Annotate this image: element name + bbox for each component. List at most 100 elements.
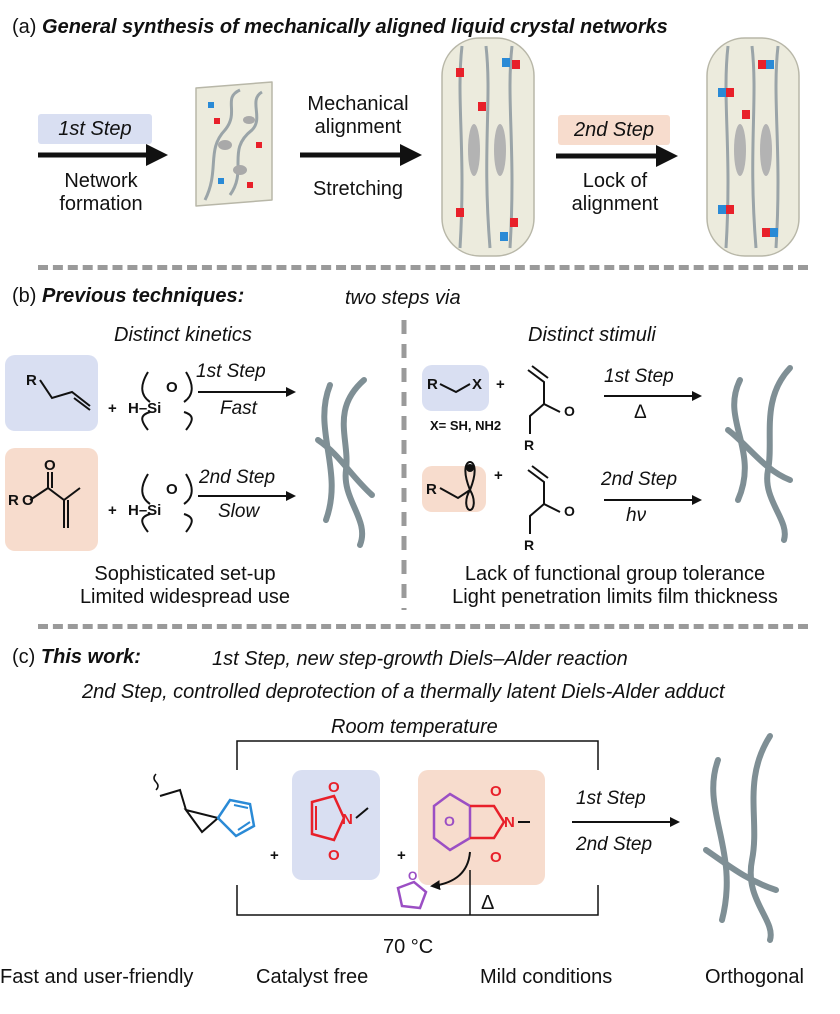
maleimide-box [292,770,380,880]
lack-text: Lack of functional group tolerance [464,563,766,585]
siloxane-structure-2: + H–Si O [108,473,193,533]
svg-text:O: O [444,813,455,829]
adduct-box [418,770,545,885]
thiol-structure: R X + [427,376,505,394]
svg-text:O: O [564,403,575,419]
step1-label: 1st Step [58,118,132,140]
acrylate-structure-1: O R [524,365,575,453]
furan-release-arrow [430,851,471,891]
left-step1-text: 1st Step [196,361,266,382]
delta-text-b: Δ [634,402,647,423]
left-step2: 2nd Step [199,467,276,488]
formation-text: formation [59,193,143,215]
panel-b-heading: Previous techniques: [42,285,245,307]
thiol-box [422,365,489,411]
panel-c-label: (c) [12,646,36,668]
panel-a-step1-box: 1st Step [38,114,152,144]
panel-a-title: (a) General synthesis of mechanically al… [12,16,668,39]
delta-text-c: Δ [481,892,495,914]
arrow-stretching [300,144,422,166]
panel-b-title: (b) Previous techniques: [12,285,244,308]
room-temperature-text: Room temperature [331,716,498,738]
svg-text:+: + [494,467,503,484]
right-step2: 2nd Step [601,469,678,490]
svg-text:R: R [8,492,19,509]
svg-text:O: O [166,481,178,498]
svg-text:R: R [427,376,438,393]
network-text: Network [64,170,138,192]
left-footnote: Sophisticated set-up Limited widespread … [50,563,320,609]
stretched-film [441,37,535,257]
network-strands-b-right [725,365,793,543]
right-footnote: Lack of functional group tolerance Light… [420,563,810,609]
network-strands-c [703,733,779,943]
stretching-text: Stretching [312,178,404,200]
mechanical-alignment-text: Mechanical alignment [296,93,420,139]
svg-text:H–Si: H–Si [128,400,161,417]
feature-fast: Fast and user-friendly [0,966,194,988]
fast-text: Fast [220,398,257,419]
divider-b [38,624,808,629]
feature-catalyst-free: Catalyst free [256,966,369,988]
arrow-step1 [38,144,168,166]
panel-a-heading: General synthesis of mechanically aligne… [42,16,668,38]
x-substituent-text: X= SH, NH2 [430,418,502,433]
methacrylate-structure: R O O [8,457,81,528]
arrow-step2 [556,145,678,167]
temp-70-bracket [236,870,599,916]
network-strands-b-left [315,377,375,548]
temp-70-text: 70 °C [383,936,434,958]
svg-text:O: O [564,503,575,519]
panel-c-line1: 1st Step, new step-growth Diels–Alder re… [212,648,628,670]
distinct-stimuli-heading: Distinct stimuli [528,324,656,346]
sophisticated-text: Sophisticated set-up [94,563,276,585]
svg-text:O: O [22,492,34,509]
spiro-diene-structure [153,773,256,838]
svg-text:N: N [504,814,515,831]
limited-text: Limited widespread use [79,586,291,608]
svg-text:+: + [496,376,505,393]
adduct-structure: O O O N [432,783,530,866]
locked-aligned-film [706,37,800,257]
panel-c-heading: This work: [40,646,141,668]
feature-orthogonal: Orthogonal [705,966,804,988]
alkene-box [5,355,98,431]
panel-b-label: (b) [12,285,37,307]
room-temp-bracket [236,740,599,770]
svg-text:+: + [108,502,117,519]
svg-text:N: N [342,811,353,828]
lock-of-text: Lock of [582,170,648,192]
c-step1: 1st Step [576,788,646,809]
panel-b-subtitle: two steps via [345,287,461,309]
right-step1: 1st Step [604,366,674,387]
panel-c-title: (c) This work: [12,646,141,669]
c-step2: 2nd Step [576,834,653,855]
acrylate-structure-2: O R [524,465,575,553]
svg-text:O: O [408,869,417,883]
network-formation-text: Network formation [46,170,156,216]
radical-structure: R + [426,460,503,512]
svg-text:O: O [490,849,502,866]
feature-mild-conditions: Mild conditions [480,966,613,988]
panel-a-step2-box: 2nd Step [558,115,670,145]
alignment-text: alignment [314,116,402,138]
svg-text:O: O [166,379,178,396]
alignment2-text: alignment [571,193,659,215]
plus-2: + [397,847,406,864]
slow-text: Slow [218,501,260,522]
alkene-structure: R [26,372,91,411]
svg-text:R: R [26,372,37,389]
mechanical-text: Mechanical [307,93,409,115]
distinct-kinetics-heading: Distinct kinetics [114,324,252,346]
svg-text:O: O [44,457,56,474]
svg-text:O: O [328,847,340,864]
svg-text:R: R [426,481,437,498]
siloxane-structure-1: + H–Si O [108,371,193,431]
svg-text:+: + [108,400,117,417]
panel-c-line2: 2nd Step, controlled deprotection of a t… [82,681,725,703]
right-arrows-b [604,391,702,505]
divider-a [38,265,808,270]
svg-text:R: R [524,537,534,553]
maleimide-structure: O O N [310,779,369,864]
svg-text:H–Si: H–Si [128,502,161,519]
